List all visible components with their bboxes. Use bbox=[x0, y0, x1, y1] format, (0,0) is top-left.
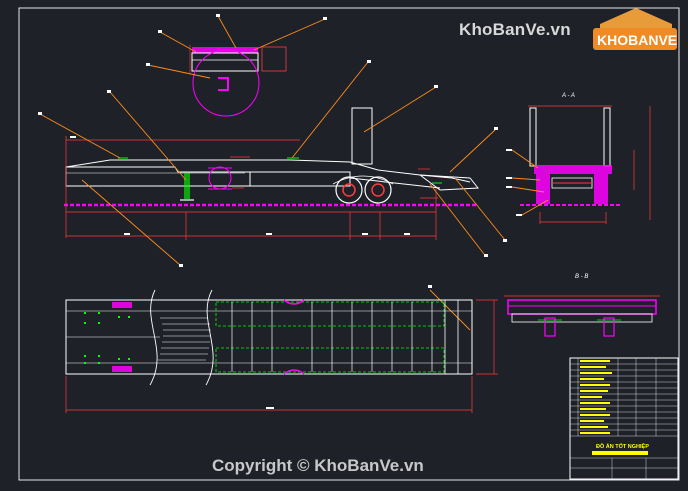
wheel-front bbox=[335, 176, 363, 204]
watermark-site-text: KhoBanVe.vn bbox=[459, 20, 571, 39]
side-leaders bbox=[39, 61, 506, 331]
side-elevation bbox=[64, 107, 479, 240]
title-block: ĐỒ ÁN TỐT NGHIỆP bbox=[569, 357, 679, 480]
detail-channel-section bbox=[189, 45, 287, 117]
wheel-rear bbox=[364, 176, 392, 204]
plan-view bbox=[65, 289, 498, 413]
section-b-label: B - B bbox=[575, 274, 588, 280]
watermark-copyright: Copyright © KhoBanVe.vn bbox=[212, 456, 424, 475]
watermark-logo-text: KHOBANVE bbox=[597, 32, 677, 48]
leader-tags bbox=[38, 14, 507, 288]
section-a-label: A - A bbox=[561, 93, 575, 99]
drawing-frame bbox=[18, 7, 680, 481]
watermark-logo: KHOBANVE bbox=[593, 8, 677, 50]
title-block-label: ĐỒ ÁN TỐT NGHIỆP bbox=[596, 442, 649, 450]
detail-leaders bbox=[147, 15, 326, 79]
section-a-a: A - A bbox=[506, 93, 651, 224]
section-b-b: B - B bbox=[504, 274, 660, 337]
